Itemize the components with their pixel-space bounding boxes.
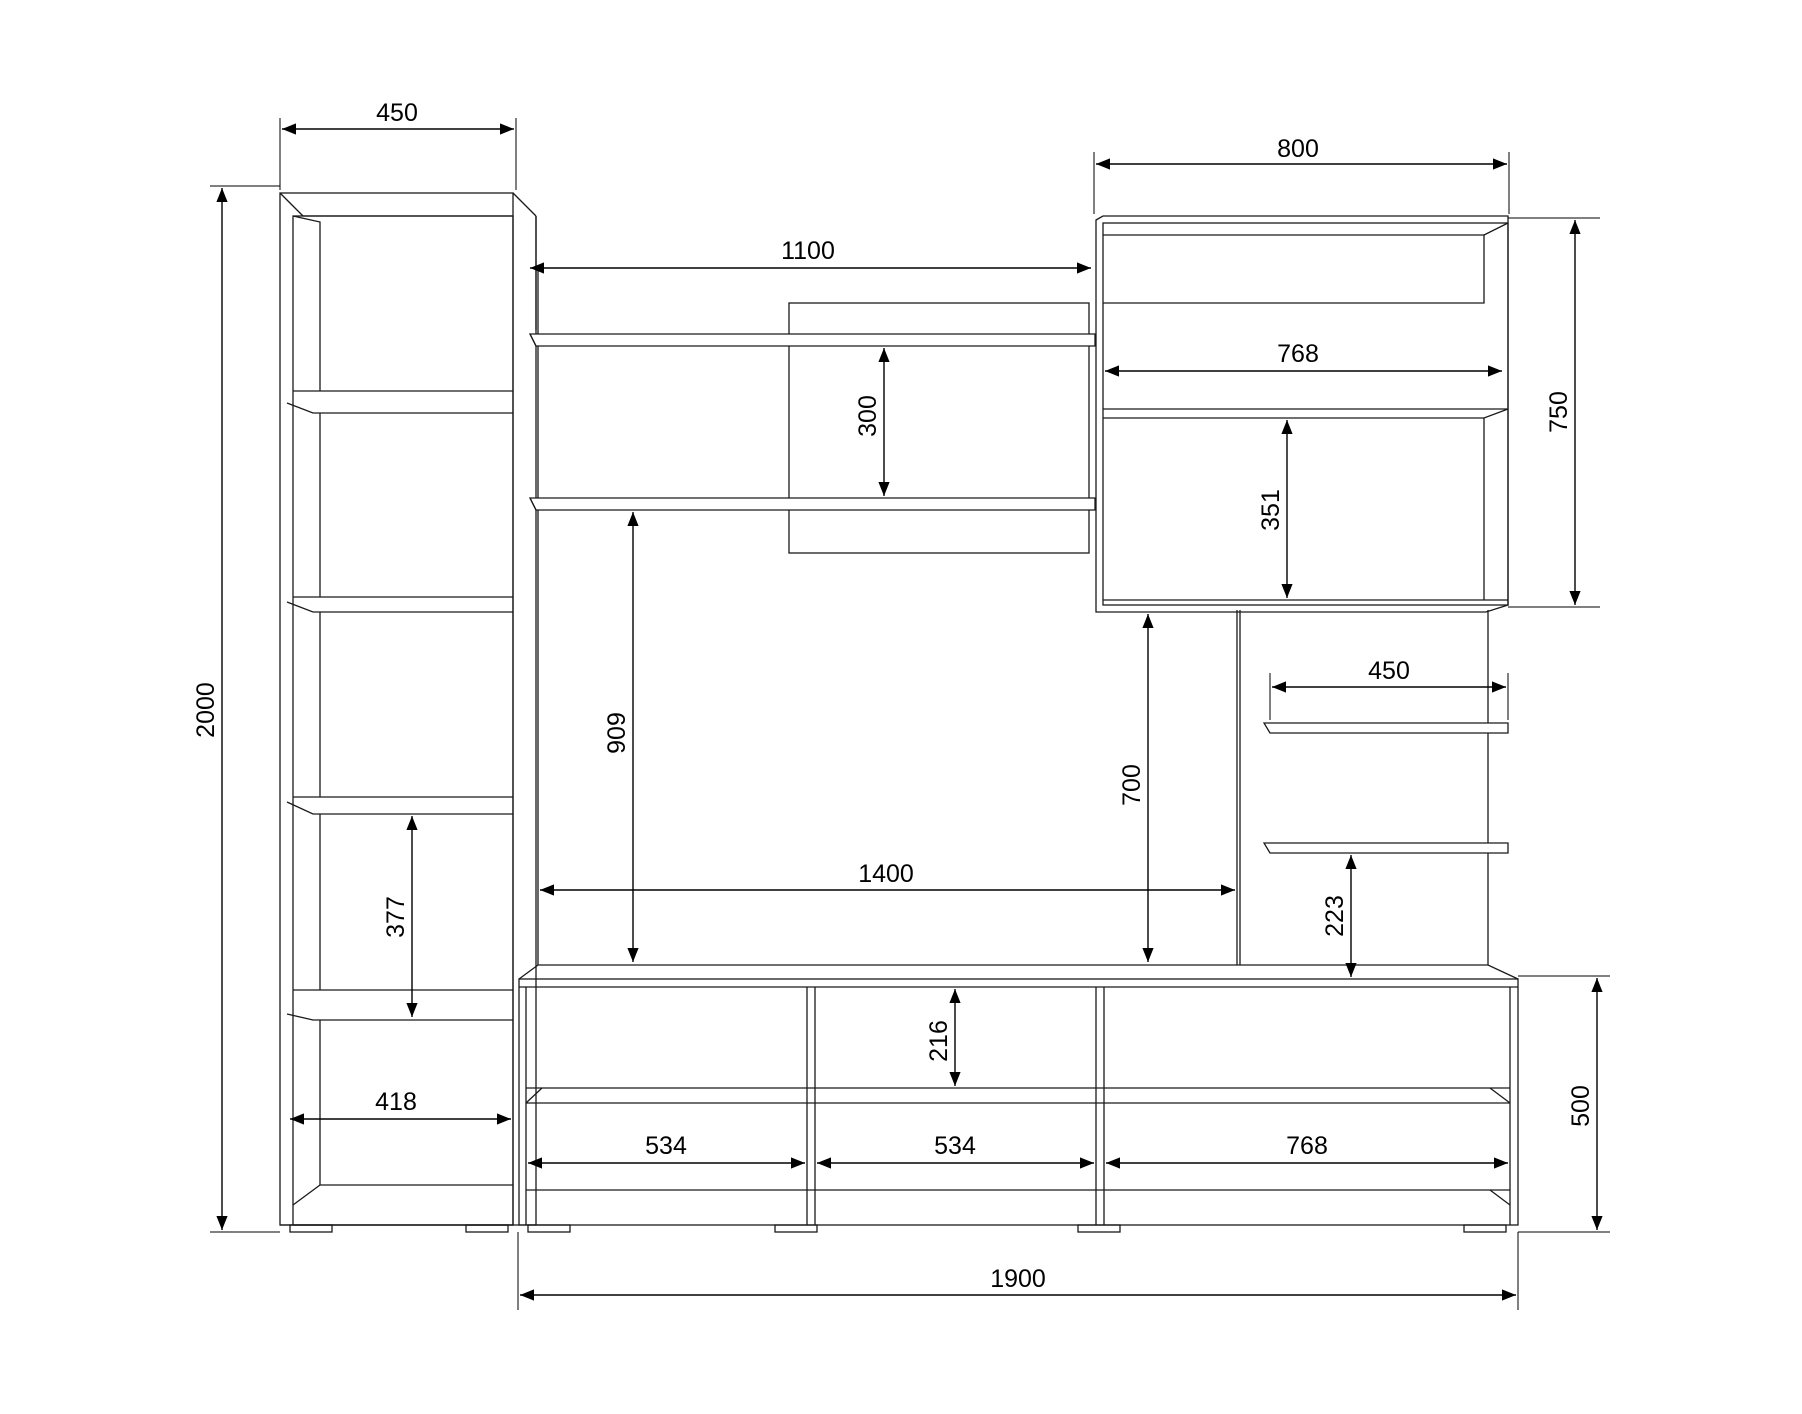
dim-label-left-inner-width: 418 [375, 1088, 417, 1116]
upper-shelves [528, 302, 1096, 554]
wall-cabinet [1095, 215, 1509, 613]
dim-label-wall-cabinet-shelf-gap: 351 [1257, 489, 1285, 531]
dim-label-wall-cabinet-height: 750 [1545, 391, 1573, 433]
dim-label-base-section-3: 768 [1286, 1132, 1328, 1160]
dim-label-left-shelf-gap: 377 [382, 896, 410, 938]
dim-label-left-width: 450 [376, 99, 418, 127]
left-case-shelf-3 [286, 796, 513, 990]
base-unit [518, 964, 1519, 1233]
dim-label-wall-cabinet-width: 800 [1277, 135, 1319, 163]
dim-label-side-shelf-width: 450 [1368, 657, 1410, 685]
dim-label-base-section-2: 534 [934, 1132, 976, 1160]
dim-label-base-section-1: 534 [645, 1132, 687, 1160]
dim-label-total-height: 2000 [192, 682, 220, 738]
dimension-lines [216, 123, 1603, 1301]
dim-label-base-height: 500 [1567, 1085, 1595, 1127]
left-case-shelf-1 [286, 390, 513, 597]
side-shelves [1262, 722, 1509, 854]
left-case-shelf-4 [286, 989, 513, 1185]
dim-label-base-shelf-gap: 216 [925, 1020, 953, 1062]
dim-label-base-width: 1900 [990, 1265, 1046, 1293]
extension-lines [210, 118, 1610, 1310]
left-tall-case [279, 192, 537, 1233]
dim-label-tv-width: 1400 [858, 860, 914, 888]
dim-label-wall-cabinet-inner-width: 768 [1277, 340, 1319, 368]
dim-label-top-shelf-gap: 300 [854, 395, 882, 437]
left-case-shelf-2 [286, 596, 513, 797]
dim-label-tv-height: 909 [603, 712, 631, 754]
dim-label-top-shelf-width: 1100 [781, 237, 835, 265]
dim-label-side-shelf-gap: 223 [1321, 895, 1349, 937]
dim-label-gap-height: 700 [1118, 764, 1146, 806]
dimension-labels: 450 2000 377 418 1100 300 909 1400 800 7… [192, 99, 1595, 1293]
